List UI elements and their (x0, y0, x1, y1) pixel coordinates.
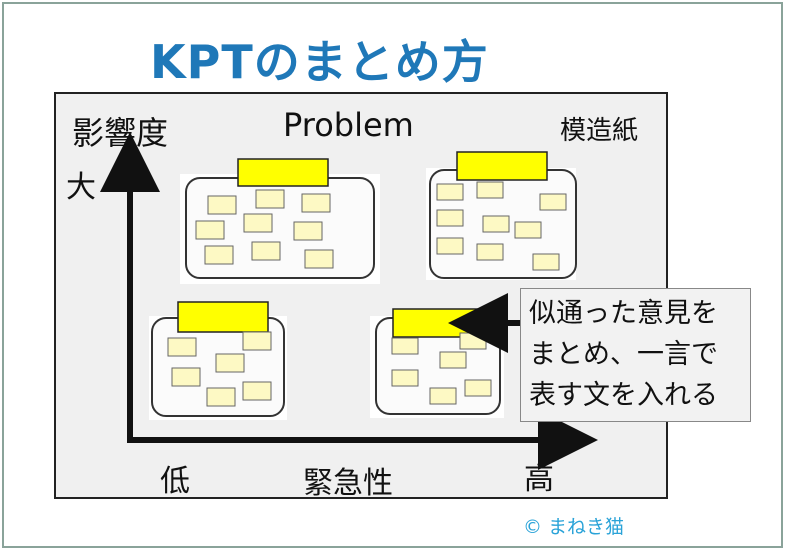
sticky-note (304, 249, 334, 269)
explanation-callout: 似通った意見を まとめ、一言で 表す文を入れる (520, 288, 751, 422)
note-group-2 (426, 151, 577, 280)
sticky-note (195, 220, 225, 240)
paper-label: 模造紙 (560, 116, 639, 146)
sticky-note (255, 189, 285, 209)
x-axis-low-label: 低 (160, 464, 190, 499)
y-axis-high-label: 大 (66, 170, 96, 205)
sticky-note (514, 221, 542, 239)
sticky-note (439, 351, 467, 369)
group-heading-note (456, 151, 548, 181)
callout-line: 似通った意見を (529, 298, 718, 329)
sticky-note (436, 183, 464, 201)
sticky-note (301, 193, 331, 213)
problem-label: Problem (283, 106, 414, 144)
x-axis-high-label: 高 (524, 462, 554, 497)
sticky-note (206, 387, 236, 407)
sticky-note (171, 367, 201, 387)
sticky-note (459, 332, 487, 350)
sticky-note (391, 337, 419, 355)
sticky-note (204, 245, 234, 265)
callout-line: 表す文を入れる (529, 380, 718, 411)
sticky-note (391, 369, 419, 387)
sticky-note (293, 221, 323, 241)
group-heading-note (237, 158, 329, 187)
sticky-note (436, 237, 464, 255)
sticky-note (482, 215, 510, 233)
sticky-note (167, 337, 197, 357)
outer-frame (2, 2, 783, 548)
note-group-1 (180, 158, 380, 284)
sticky-note (532, 253, 560, 271)
credit-text: © まねき猫 (523, 516, 625, 538)
sticky-note (215, 353, 245, 373)
sticky-note (436, 209, 464, 227)
callout-line: まとめ、一言で (529, 339, 718, 370)
sticky-note (539, 193, 567, 211)
x-axis-title: 緊急性 (303, 466, 393, 501)
note-group-3 (149, 301, 287, 420)
sticky-note (251, 241, 281, 261)
sticky-note (242, 381, 272, 401)
sticky-note (243, 213, 273, 233)
sticky-note (464, 379, 492, 397)
y-axis-title: 影響度 (72, 114, 169, 152)
page-title: KPTのまとめ方 (150, 35, 489, 89)
sticky-note (207, 195, 237, 215)
sticky-note (429, 387, 457, 405)
sticky-note (242, 331, 272, 351)
sticky-note (476, 181, 504, 199)
sticky-note (476, 243, 504, 261)
group-heading-note (177, 301, 269, 333)
